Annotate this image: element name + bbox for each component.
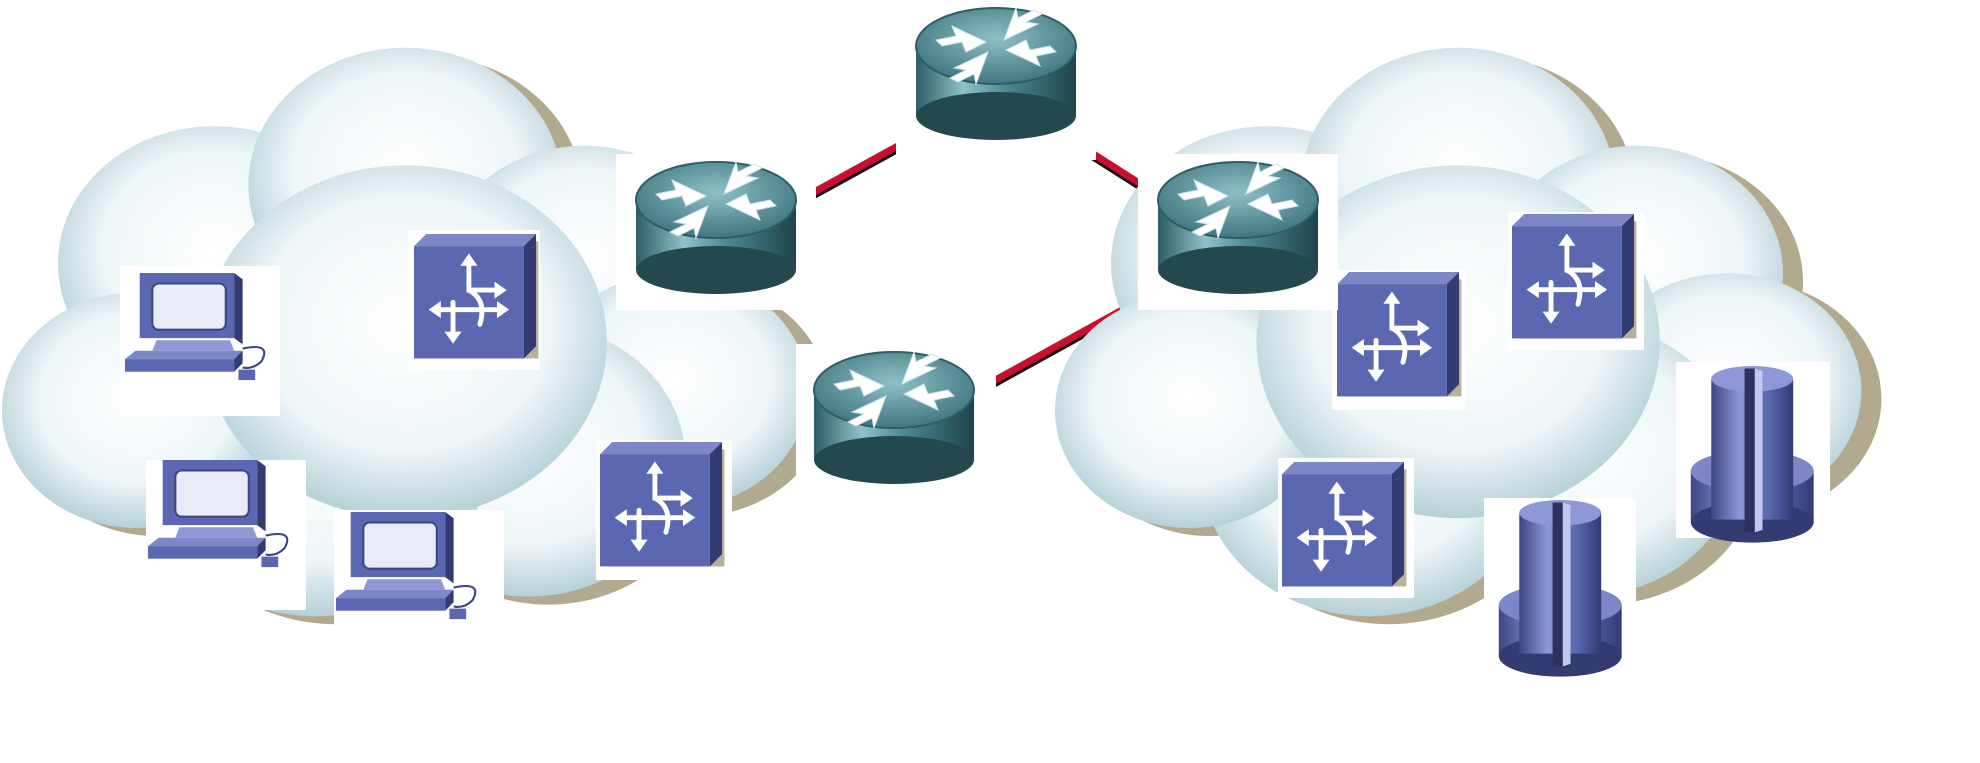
switch-icon: [1278, 458, 1414, 598]
workstation-icon: [334, 510, 504, 660]
workstation-icon: [120, 266, 280, 416]
router-icon: [796, 344, 996, 502]
server-icon: [1484, 498, 1636, 677]
switch-icon: [596, 440, 732, 580]
workstation-icon: [146, 458, 306, 610]
switch-icon: [1508, 212, 1644, 350]
switch-icon: [1332, 270, 1466, 410]
server-icon: [1676, 362, 1830, 543]
router-icon: [1138, 154, 1338, 310]
router-icon: [896, 0, 1096, 160]
router-icon: [616, 154, 816, 310]
switch-icon: [408, 230, 540, 370]
